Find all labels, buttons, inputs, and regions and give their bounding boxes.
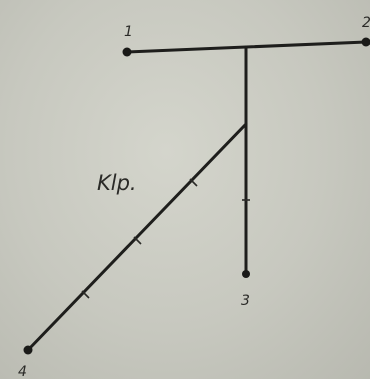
branch-tick: [189, 178, 198, 187]
branch-tick: [133, 236, 142, 245]
node-label-2: 2: [362, 15, 370, 31]
node-label-4: 4: [18, 364, 27, 379]
node-label-1: 1: [124, 24, 133, 40]
node-2-dot: [361, 37, 370, 47]
node-1-dot: [122, 47, 132, 57]
node-4-dot: [23, 345, 33, 355]
edge-branch-4: [26, 122, 248, 352]
node-label-3: 3: [241, 293, 250, 309]
branch-tick: [81, 290, 90, 299]
branch-label: Klp.: [97, 171, 137, 195]
node-3-dot: [242, 270, 250, 278]
